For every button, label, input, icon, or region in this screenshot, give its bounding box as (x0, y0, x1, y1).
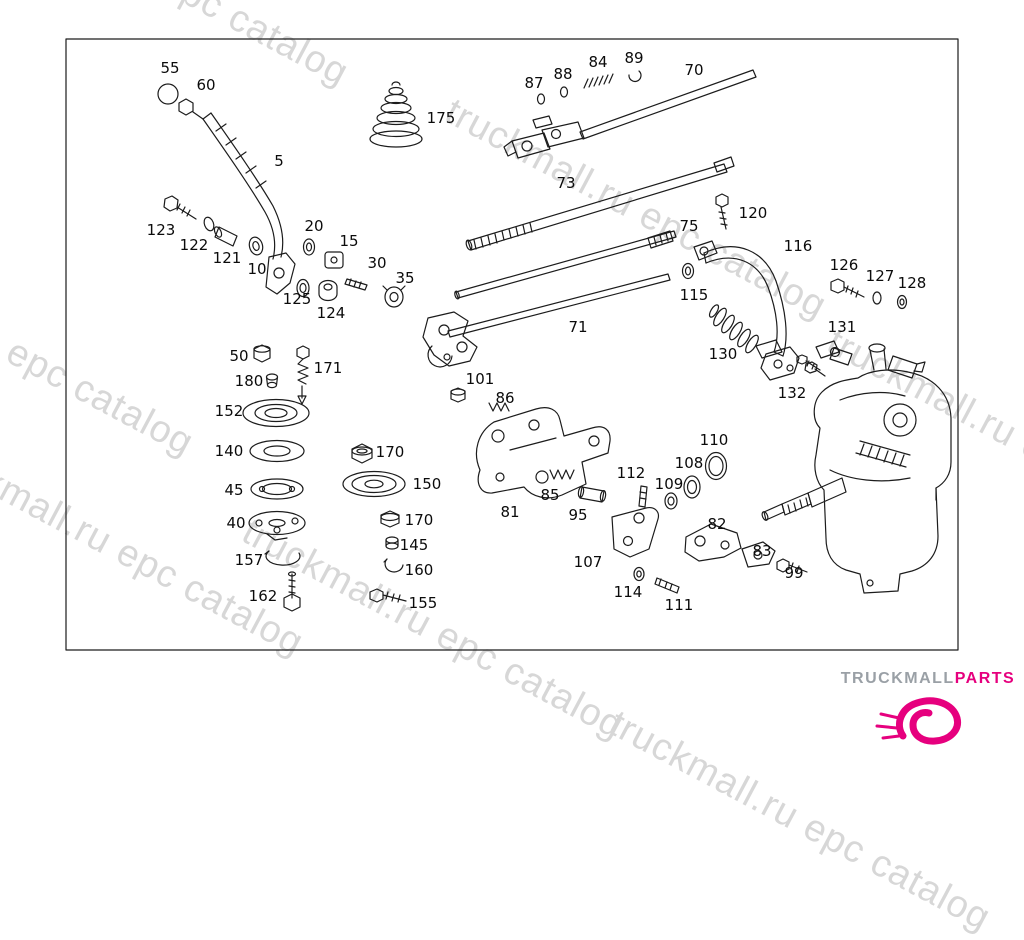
part-label-95: 95 (568, 506, 588, 524)
part-curved-link-116 (693, 240, 821, 381)
parts-diagram (65, 38, 959, 651)
part-label-114: 114 (613, 583, 643, 601)
part-bracket-81 (450, 387, 611, 503)
part-label-75: 75 (679, 217, 699, 235)
part-label-71: 71 (568, 318, 588, 336)
logo-swirl-icon (875, 697, 962, 745)
part-pivot-hardware (163, 195, 406, 308)
part-label-171: 171 (313, 359, 343, 377)
part-label-70: 70 (684, 61, 704, 79)
part-label-108: 108 (674, 454, 704, 472)
part-label-120: 120 (738, 204, 768, 222)
part-label-83: 83 (752, 542, 772, 560)
part-label-162: 162 (248, 587, 278, 605)
part-label-101: 101 (465, 370, 495, 388)
part-rod-71 (422, 273, 671, 368)
part-label-40: 40 (226, 514, 246, 532)
part-label-126: 126 (829, 256, 859, 274)
part-label-150: 150 (412, 475, 442, 493)
part-label-50: 50 (229, 347, 249, 365)
part-label-55: 55 (160, 59, 180, 77)
part-label-89: 89 (624, 49, 644, 67)
part-gearbox-housing (761, 343, 952, 594)
part-label-110: 110 (699, 431, 729, 449)
truckmall-logo: TRUCKMALLPARTS (840, 670, 1016, 750)
part-label-180: 180 (234, 372, 264, 390)
part-label-35: 35 (395, 269, 415, 287)
part-label-121: 121 (212, 249, 242, 267)
part-label-5: 5 (274, 152, 284, 170)
logo-text-truckmall: TRUCKMALL (840, 670, 955, 687)
part-rod-73 (465, 156, 735, 251)
part-rod-75 (454, 193, 729, 300)
part-shift-lever (157, 83, 296, 295)
part-label-86: 86 (495, 389, 515, 407)
part-label-30: 30 (367, 254, 387, 272)
part-left-washer-stack (242, 344, 310, 612)
part-lower-linkage (611, 451, 808, 594)
part-label-152: 152 (214, 402, 244, 420)
part-label-85: 85 (540, 486, 560, 504)
part-label-10: 10 (247, 260, 267, 278)
part-label-122: 122 (179, 236, 209, 254)
part-label-81: 81 (500, 503, 520, 521)
part-label-88: 88 (553, 65, 573, 83)
part-label-82: 82 (707, 515, 727, 533)
part-label-20: 20 (304, 217, 324, 235)
part-label-116: 116 (783, 237, 813, 255)
part-label-160: 160 (404, 561, 434, 579)
part-label-124: 124 (316, 304, 346, 322)
part-label-170: 170 (404, 511, 434, 529)
part-label-60: 60 (196, 76, 216, 94)
diagram-border (65, 38, 959, 651)
part-rod-70 (503, 69, 757, 159)
part-bolts-right (830, 278, 908, 310)
part-label-107: 107 (573, 553, 603, 571)
part-label-99: 99 (784, 564, 804, 582)
part-label-125: 125 (282, 290, 312, 308)
part-label-140: 140 (214, 442, 244, 460)
part-label-111: 111 (664, 596, 694, 614)
part-label-45: 45 (224, 481, 244, 499)
part-ujoint-131 (804, 340, 853, 377)
part-label-73: 73 (556, 174, 576, 192)
part-label-145: 145 (399, 536, 429, 554)
part-label-128: 128 (897, 274, 927, 292)
part-label-87: 87 (524, 74, 544, 92)
part-label-170: 170 (375, 443, 405, 461)
part-label-15: 15 (339, 232, 359, 250)
part-label-130: 130 (708, 345, 738, 363)
part-label-157: 157 (234, 551, 264, 569)
part-label-132: 132 (777, 384, 807, 402)
part-label-84: 84 (588, 53, 608, 71)
part-label-155: 155 (408, 594, 438, 612)
logo-text-parts: PARTS (954, 670, 1016, 687)
logo-wordmark: TRUCKMALLPARTS (840, 670, 1016, 688)
part-label-112: 112 (616, 464, 646, 482)
part-rubber-boot (369, 81, 423, 148)
part-label-175: 175 (426, 109, 456, 127)
part-label-115: 115 (679, 286, 709, 304)
part-label-131: 131 (827, 318, 857, 336)
part-label-109: 109 (654, 475, 684, 493)
part-label-123: 123 (146, 221, 176, 239)
part-label-127: 127 (865, 267, 895, 285)
part-middle-washer-stack (342, 443, 407, 603)
